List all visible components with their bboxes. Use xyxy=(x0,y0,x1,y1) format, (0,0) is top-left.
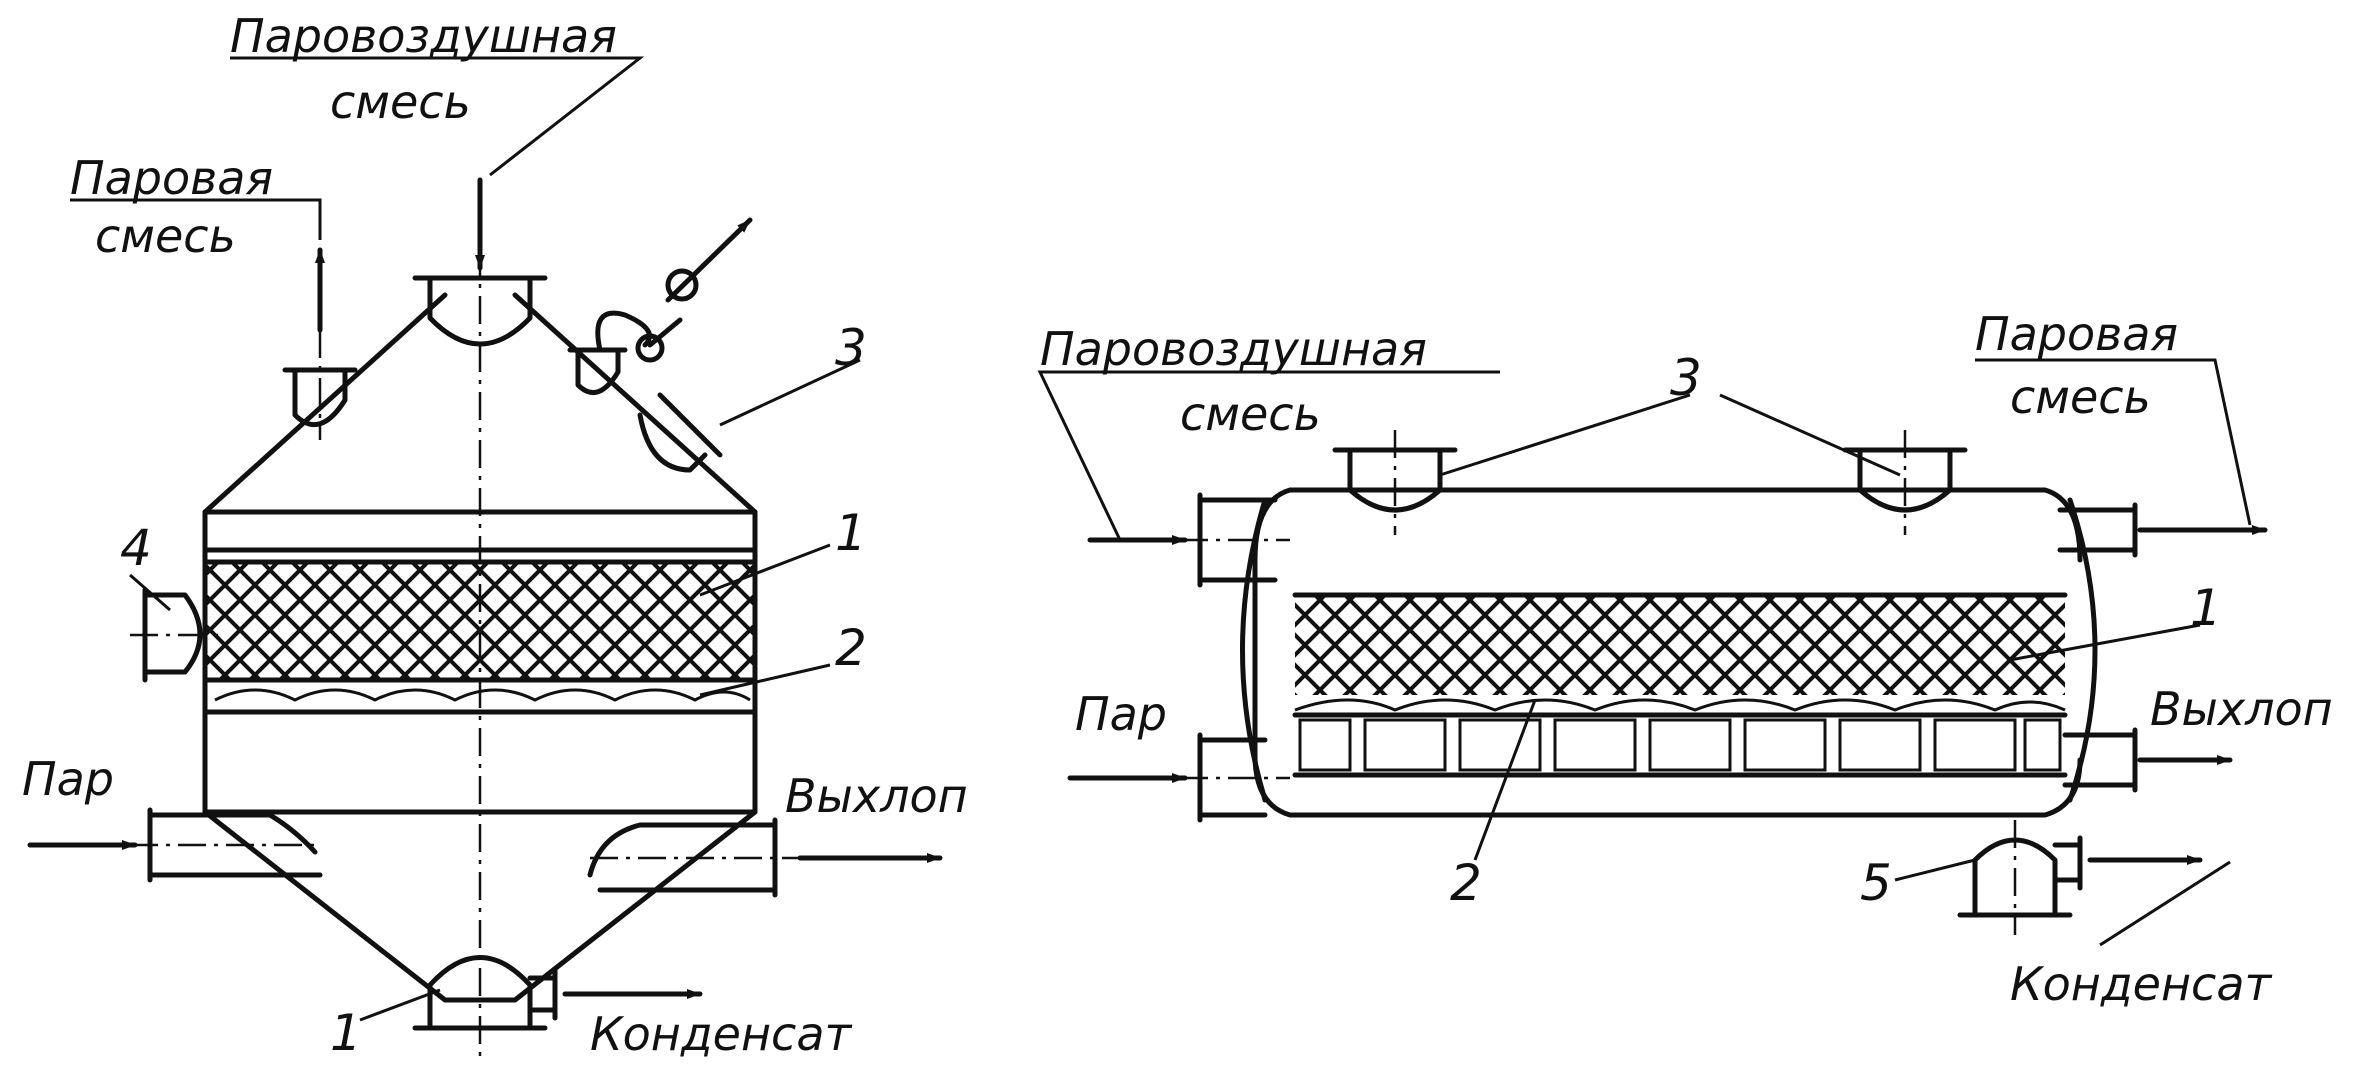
label-exhaust: Выхлоп xyxy=(785,769,968,823)
vertical-grid xyxy=(214,688,751,702)
vertical-apparatus: Паровоздушная смесь Паровая смесь Пар Вы… xyxy=(22,9,968,1062)
label-air-mix-2: смесь xyxy=(330,75,471,129)
leader-1-bottom xyxy=(359,988,441,1022)
label-right-num-1: 1 xyxy=(2190,579,2222,637)
leader-right-2 xyxy=(1473,699,1537,861)
leader-right-3a xyxy=(1439,393,1691,477)
label-num-1-top: 1 xyxy=(835,504,867,562)
vertical-condensate-nozzle xyxy=(527,967,558,1021)
leader-2 xyxy=(699,663,831,697)
label-right-steam-mix-2: смесь xyxy=(2010,370,2151,424)
vertical-valve-arrow xyxy=(665,217,753,303)
leader-right-1 xyxy=(2009,623,2201,662)
leader-right-condensate xyxy=(2099,860,2231,947)
vertical-nozzle-3 xyxy=(637,392,723,473)
horizontal-packing-mesh xyxy=(1295,595,2065,695)
horizontal-condensate-nozzle xyxy=(2052,835,2083,891)
label-right-condensate: Конденсат xyxy=(2010,957,2273,1011)
leader-3 xyxy=(719,358,861,427)
leader-air-mix xyxy=(230,56,645,177)
label-steam-mix-2: смесь xyxy=(95,209,236,263)
label-num-3: 3 xyxy=(835,319,867,377)
horizontal-steam-outlet-nozzle xyxy=(2057,502,2138,558)
label-num-1-bottom: 1 xyxy=(330,1004,362,1062)
label-steam: Пар xyxy=(22,752,114,806)
leader-right-3b xyxy=(1719,393,1901,477)
horizontal-tube-bundle xyxy=(1298,718,2062,772)
horizontal-grid xyxy=(1294,698,2066,712)
leader-4 xyxy=(129,573,171,612)
label-right-num-2: 2 xyxy=(1450,854,1482,912)
label-condensate: Конденсат xyxy=(590,1007,853,1061)
label-right-exhaust: Выхлоп xyxy=(2150,682,2333,736)
leader-1-top xyxy=(699,543,831,597)
label-right-steam-mix: Паровая xyxy=(1975,307,2178,361)
label-right-air-mix-2: смесь xyxy=(1180,387,1321,441)
horizontal-apparatus: Паровоздушная смесь Паровая смесь Пар Вы… xyxy=(1037,307,2333,1011)
label-right-num-3: 3 xyxy=(1670,349,1702,407)
leader-right-steam-mix xyxy=(1975,358,2252,526)
horizontal-exhaust-nozzle xyxy=(2062,727,2138,793)
vertical-valve-circle-b xyxy=(665,268,699,302)
leader-right-air-mix xyxy=(1037,370,1500,541)
label-num-2: 2 xyxy=(835,619,867,677)
vertical-valve-circle-a xyxy=(635,333,665,363)
label-right-air-mix: Паровоздушная xyxy=(1040,322,1427,376)
vertical-exhaust-pipe xyxy=(587,817,778,898)
label-steam-mix: Паровая xyxy=(70,151,273,205)
horizontal-right-cap xyxy=(2067,497,2098,803)
label-num-4: 4 xyxy=(120,519,152,577)
leader-steam-mix xyxy=(70,198,322,240)
label-air-mix: Паровоздушная xyxy=(230,9,617,63)
label-right-steam: Пар xyxy=(1075,687,1167,741)
label-right-num-5: 5 xyxy=(1860,854,1892,912)
leader-right-5 xyxy=(1894,858,1976,882)
